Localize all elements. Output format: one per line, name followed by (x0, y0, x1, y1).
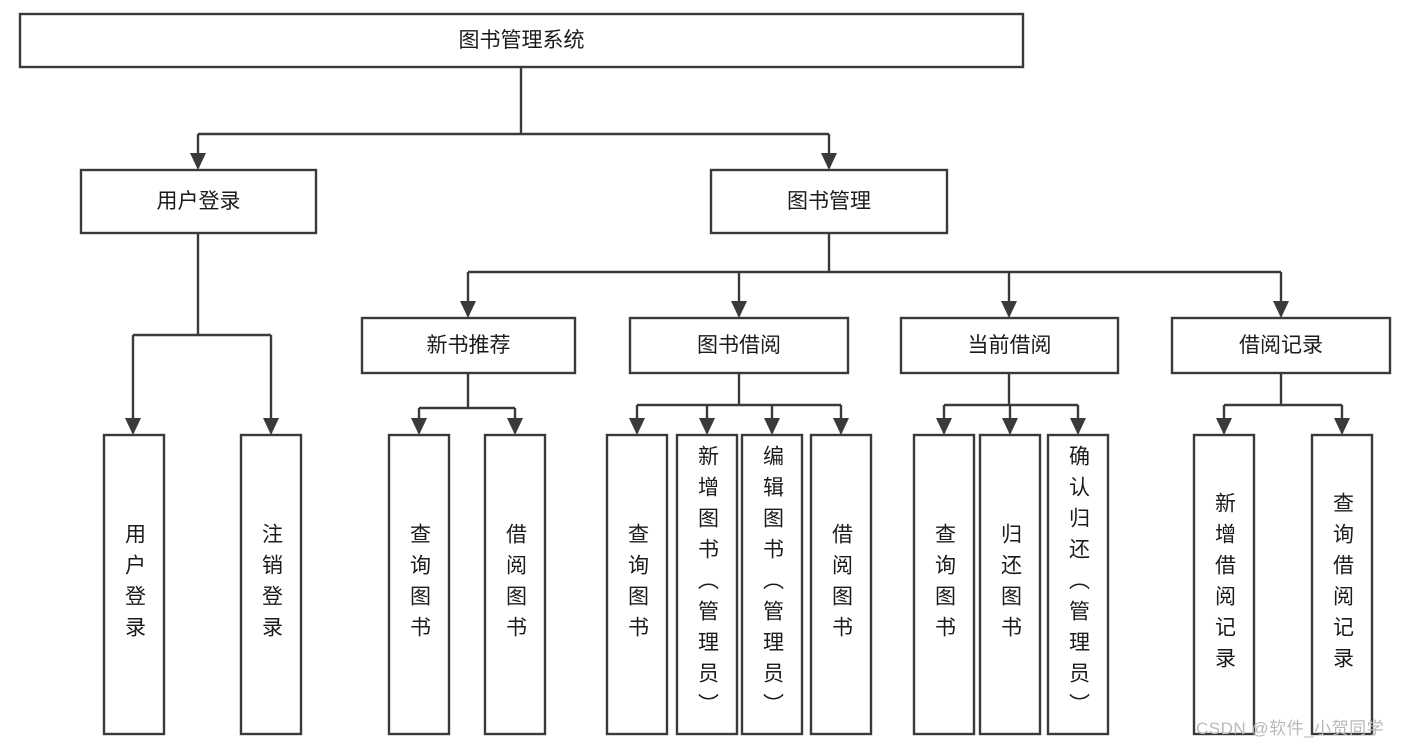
borrow-to-leaves-arrowhead-2 (764, 418, 780, 435)
node-box-leaf-2[interactable] (387, 433, 451, 736)
node-box-level3-2[interactable] (899, 316, 1120, 375)
node-box-level3-0[interactable] (360, 316, 577, 375)
borrow-to-leaves-arrowhead-3 (833, 418, 849, 435)
node-box-leaf-12[interactable] (1310, 433, 1374, 736)
node-leaf-12[interactable] (1310, 433, 1374, 736)
bookmgmt-to-level3-arrowhead-0 (460, 301, 476, 318)
records-to-leaves-arrowhead-0 (1216, 418, 1232, 435)
node-box-level2-0[interactable] (79, 168, 318, 235)
current-to-leaves-arrowhead-1 (1002, 418, 1018, 435)
current-to-leaves-arrowhead-0 (936, 418, 952, 435)
newbook-to-leaves-arrowhead-1 (507, 418, 523, 435)
node-label-level2-1: 图书管理 (787, 190, 871, 213)
node-leaf-6[interactable] (740, 433, 804, 736)
node-leaf-10[interactable] (1046, 433, 1110, 736)
root-to-level2-arrowhead-0 (190, 153, 206, 170)
borrow-to-leaves-arrowhead-0 (629, 418, 645, 435)
node-level3-0[interactable]: 新书推荐 (360, 316, 577, 375)
node-box-leaf-9[interactable] (978, 433, 1042, 736)
node-box-level2-1[interactable] (709, 168, 949, 235)
node-level3-1[interactable]: 图书借阅 (628, 316, 850, 375)
connector-layer (125, 67, 1350, 435)
node-root-0[interactable]: 图书管理系统 (18, 12, 1025, 69)
userlogin-to-leaves-arrowhead-0 (125, 418, 141, 435)
node-label-level3-2: 当前借阅 (968, 334, 1052, 357)
node-level3-3[interactable]: 借阅记录 (1170, 316, 1392, 375)
node-box-leaf-10[interactable] (1046, 433, 1110, 736)
node-label-level3-3: 借阅记录 (1239, 334, 1323, 357)
node-leaf-0[interactable] (102, 433, 166, 736)
node-box-leaf-7[interactable] (809, 433, 873, 736)
root-to-level2-arrowhead-1 (821, 153, 837, 170)
newbook-to-leaves-arrowhead-0 (411, 418, 427, 435)
node-level2-1[interactable]: 图书管理 (709, 168, 949, 235)
node-label-level3-1: 图书借阅 (697, 334, 781, 357)
node-box-leaf-4[interactable] (605, 433, 669, 736)
node-box-leaf-1[interactable] (239, 433, 303, 736)
node-box-leaf-8[interactable] (912, 433, 976, 736)
node-level3-2[interactable]: 当前借阅 (899, 316, 1120, 375)
node-leaf-2[interactable] (387, 433, 451, 736)
userlogin-to-leaves-arrowhead-1 (263, 418, 279, 435)
borrow-to-leaves-arrowhead-1 (699, 418, 715, 435)
node-box-level3-3[interactable] (1170, 316, 1392, 375)
node-box-leaf-11[interactable] (1192, 433, 1256, 736)
node-level2-0[interactable]: 用户登录 (79, 168, 318, 235)
node-box-leaf-3[interactable] (483, 433, 547, 736)
node-box-leaf-0[interactable] (102, 433, 166, 736)
node-leaf-11[interactable] (1192, 433, 1256, 736)
bookmgmt-to-level3-arrowhead-2 (1001, 301, 1017, 318)
node-label-root-0: 图书管理系统 (459, 29, 585, 52)
node-box-level3-1[interactable] (628, 316, 850, 375)
current-to-leaves-arrowhead-2 (1070, 418, 1086, 435)
node-box-leaf-5[interactable] (675, 433, 739, 736)
csdn-watermark: CSDN @软件_小贺同学 (1196, 719, 1385, 738)
node-leaf-5[interactable] (675, 433, 739, 736)
node-leaf-8[interactable] (912, 433, 976, 736)
node-leaf-1[interactable] (239, 433, 303, 736)
node-box-root-0[interactable] (18, 12, 1025, 69)
node-leaf-3[interactable] (483, 433, 547, 736)
node-leaf-7[interactable] (809, 433, 873, 736)
bookmgmt-to-level3-arrowhead-3 (1273, 301, 1289, 318)
records-to-leaves-arrowhead-1 (1334, 418, 1350, 435)
bookmgmt-to-level3-arrowhead-1 (731, 301, 747, 318)
node-box-leaf-6[interactable] (740, 433, 804, 736)
node-label-level3-0: 新书推荐 (427, 334, 511, 357)
node-label-level2-0: 用户登录 (157, 190, 241, 213)
node-leaf-4[interactable] (605, 433, 669, 736)
node-leaf-9[interactable] (978, 433, 1042, 736)
